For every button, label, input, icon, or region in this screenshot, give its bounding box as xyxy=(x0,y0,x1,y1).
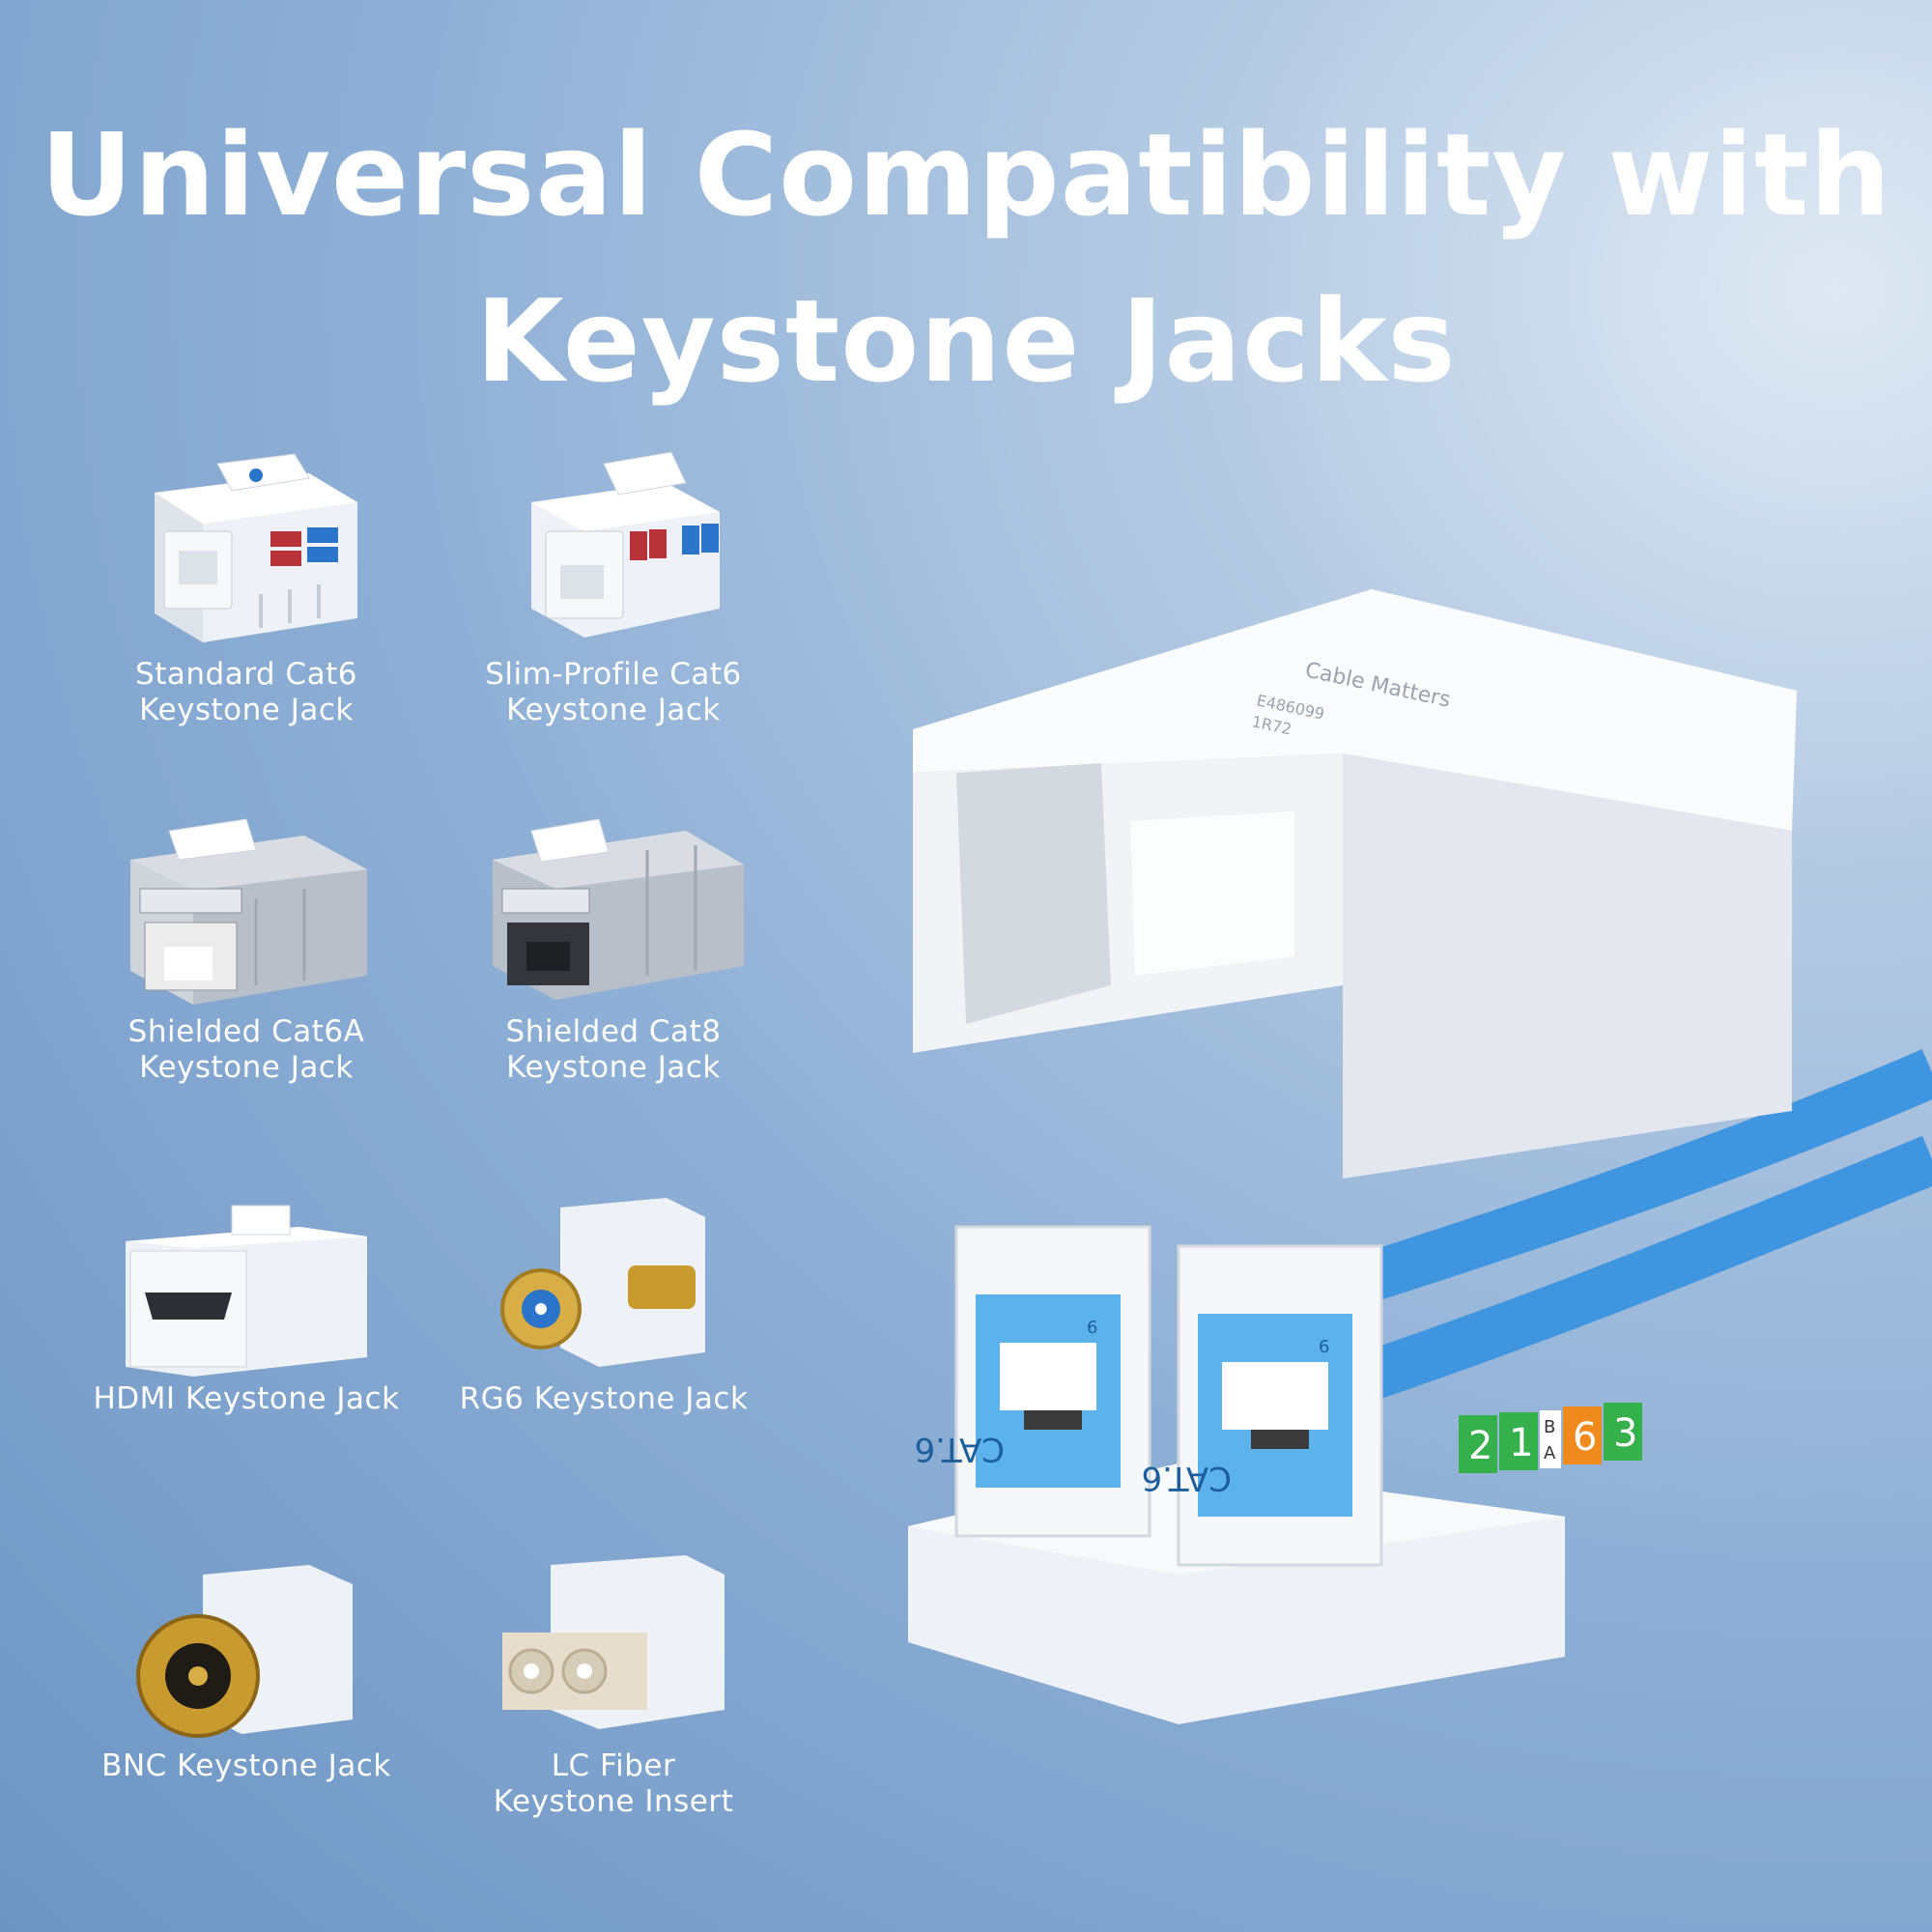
lc-fiber-insert-icon xyxy=(502,1555,724,1729)
slim-cat6-jack-icon xyxy=(531,451,720,638)
title-line-2: Keystone Jacks xyxy=(475,274,1457,408)
hdmi-jack-icon xyxy=(126,1205,367,1377)
port-pin-label: 6 xyxy=(1087,1318,1097,1338)
rg6-jack-icon xyxy=(500,1198,705,1367)
bnc-jack-icon xyxy=(136,1565,353,1738)
shielded-cat8-jack-icon xyxy=(493,818,744,1000)
jack-hdmi: HDMI Keystone Jack xyxy=(53,1188,440,1417)
jack-standard-cat6: Standard Cat6 Keystone Jack xyxy=(53,435,440,728)
jack-slim-cat6: Slim-Profile Cat6 Keystone Jack xyxy=(420,435,807,728)
jack-label: Shielded Cat8 Keystone Jack xyxy=(505,1014,722,1085)
port-marking: CAT.6 xyxy=(1141,1459,1232,1497)
page-title: Universal Compatibility with Keystone Ja… xyxy=(0,92,1932,424)
jack-label: Slim-Profile Cat6 Keystone Jack xyxy=(485,657,742,727)
port-marking: CAT.6 xyxy=(914,1430,1005,1468)
jack-label: BNC Keystone Jack xyxy=(101,1748,391,1783)
jack-lc-fiber: LC Fiber Keystone Insert xyxy=(420,1546,807,1820)
standard-cat6-jack-icon xyxy=(155,453,357,642)
title-line-1: Universal Compatibility with xyxy=(40,108,1892,242)
jack-shielded-cat8: Shielded Cat8 Keystone Jack xyxy=(420,792,807,1086)
jack-label: LC Fiber Keystone Insert xyxy=(493,1748,734,1819)
jack-label: Standard Cat6 Keystone Jack xyxy=(135,657,357,727)
jack-label: HDMI Keystone Jack xyxy=(93,1381,400,1416)
shielded-cat6a-jack-icon xyxy=(130,818,367,1005)
jack-shielded-cat6a: Shielded Cat6A Keystone Jack xyxy=(53,792,440,1086)
pin-label: 6 xyxy=(1573,1415,1597,1460)
jack-rg6: RG6 Keystone Jack xyxy=(411,1188,797,1417)
surface-mount-box: Cable Matters E486099 1R72 6 CAT.6 6 CAT… xyxy=(908,589,1932,1724)
pin-label: 2 xyxy=(1468,1424,1492,1468)
pin-label: 1 xyxy=(1509,1421,1533,1465)
jack-label: RG6 Keystone Jack xyxy=(459,1381,749,1416)
pin-label: B xyxy=(1544,1417,1555,1437)
ethernet-cable-icon xyxy=(1287,1135,1932,1425)
jack-bnc: BNC Keystone Jack xyxy=(53,1555,440,1784)
port-pin-label: 6 xyxy=(1319,1337,1329,1357)
jack-label: Shielded Cat6A Keystone Jack xyxy=(128,1014,365,1085)
pin-label: 3 xyxy=(1613,1411,1637,1456)
pin-label: A xyxy=(1544,1443,1556,1463)
